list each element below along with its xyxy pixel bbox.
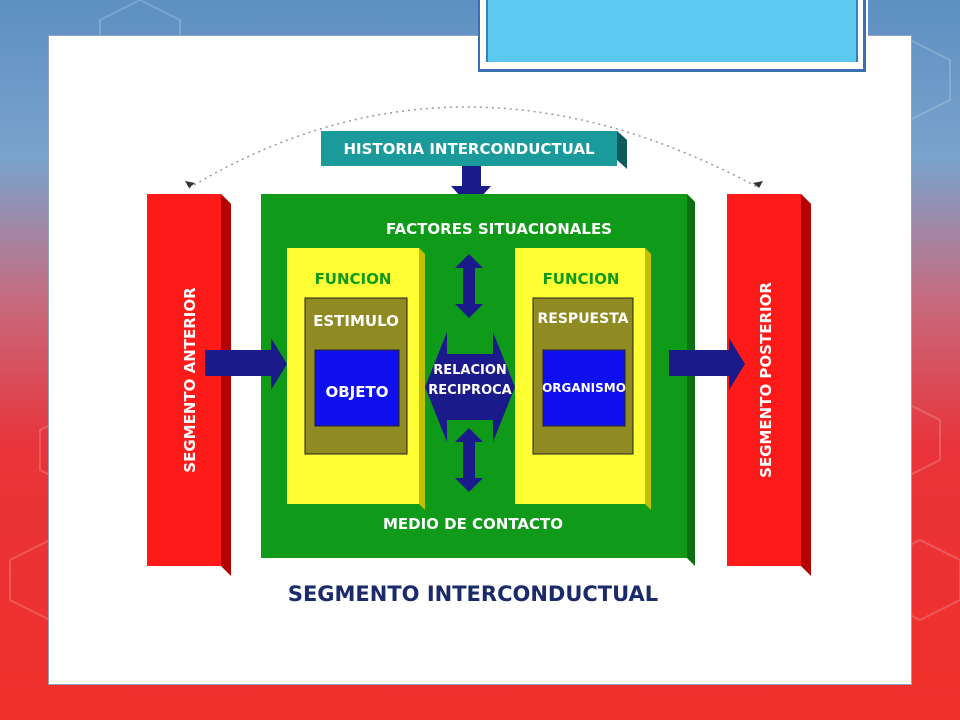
medio-label: MEDIO DE CONTACTO bbox=[383, 515, 563, 533]
objeto-panel bbox=[314, 349, 400, 427]
relacion-label-1: RELACION bbox=[433, 363, 507, 378]
historia-box: HISTORIA INTERCONDUCTUAL bbox=[321, 131, 627, 169]
arrow-respuesta-to-posterior bbox=[669, 338, 745, 390]
down-arrow bbox=[451, 166, 491, 208]
segmento-interconductual-caption: SEGMENTO INTERCONDUCTUAL bbox=[288, 582, 658, 606]
funcion-estimulo-box: FUNCION ESTIMULO OBJETO bbox=[287, 248, 425, 510]
organismo-panel bbox=[542, 349, 626, 427]
slide-canvas: HISTORIA INTERCONDUCTUAL SEGMENTO ANTERI… bbox=[48, 35, 912, 685]
relacion-label-2: RECIPROCA bbox=[428, 383, 511, 398]
arrow-anterior-to-estimulo bbox=[205, 338, 287, 390]
historia-label: HISTORIA INTERCONDUCTUAL bbox=[343, 140, 595, 158]
arc-arrowhead-left bbox=[185, 181, 195, 188]
up-down-arrow-top bbox=[455, 254, 483, 318]
segmento-anterior-label: SEGMENTO ANTERIOR bbox=[181, 287, 199, 473]
segmento-posterior-box: SEGMENTO POSTERIOR bbox=[727, 194, 811, 576]
segmento-anterior-box: SEGMENTO ANTERIOR bbox=[147, 194, 231, 576]
factores-label: FACTORES SITUACIONALES bbox=[386, 220, 612, 238]
funcion-respuesta-box: FUNCION RESPUESTA ORGANISMO bbox=[515, 248, 651, 510]
title-placeholder bbox=[478, 0, 868, 72]
segmento-posterior-label: SEGMENTO POSTERIOR bbox=[757, 282, 775, 478]
relacion-reciproca-arrow: RELACION RECIPROCA bbox=[425, 332, 515, 442]
respuesta-label: RESPUESTA bbox=[538, 311, 629, 327]
objeto-label: OBJETO bbox=[326, 383, 389, 401]
interconductual-diagram: HISTORIA INTERCONDUCTUAL SEGMENTO ANTERI… bbox=[147, 106, 811, 606]
up-down-arrow-bottom bbox=[455, 428, 483, 492]
arc-arrowhead-right bbox=[753, 181, 763, 188]
organismo-label: ORGANISMO bbox=[542, 381, 626, 395]
title-fill bbox=[486, 0, 858, 62]
funcion-left-label: FUNCION bbox=[315, 270, 392, 288]
estimulo-label: ESTIMULO bbox=[313, 312, 399, 330]
funcion-right-label: FUNCION bbox=[543, 270, 620, 288]
title-frame bbox=[478, 0, 866, 72]
